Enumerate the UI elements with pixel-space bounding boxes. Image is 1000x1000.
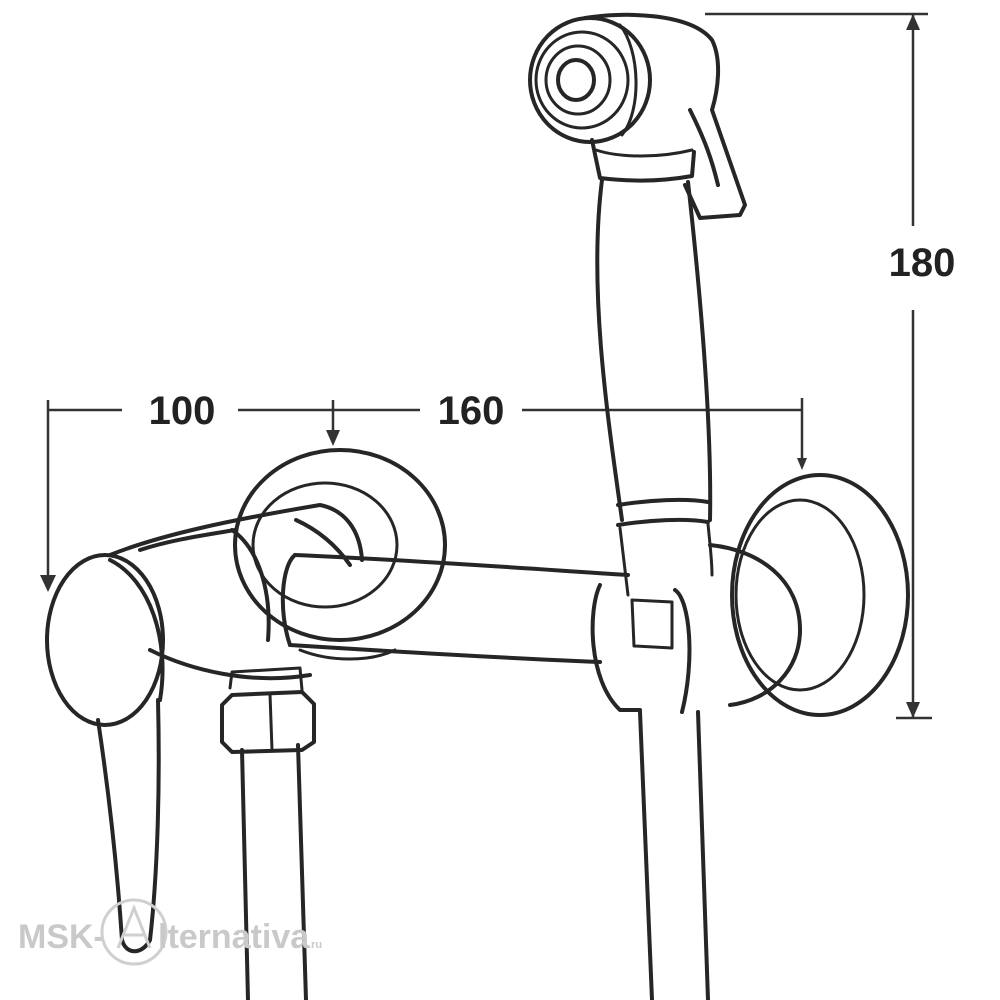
shower-head bbox=[528, 12, 747, 220]
hex-nut bbox=[220, 666, 316, 754]
right-wall-flange bbox=[730, 473, 910, 717]
hose bbox=[240, 743, 308, 1000]
dimension-label-160: 160 bbox=[438, 389, 505, 433]
dimension-label-100: 100 bbox=[149, 389, 216, 433]
mixer-handle bbox=[45, 553, 165, 954]
dimension-lines bbox=[40, 12, 932, 720]
left-wall-flange bbox=[233, 448, 447, 642]
spout-bar bbox=[280, 553, 630, 664]
watermark-right-text: lternativa bbox=[158, 918, 310, 956]
shower-holder-clamp bbox=[590, 543, 802, 714]
dimension-label-180: 180 bbox=[889, 241, 956, 285]
mixer-body bbox=[108, 503, 397, 681]
watermark-logo-ring bbox=[100, 898, 168, 966]
lower-hose bbox=[638, 710, 710, 1000]
watermark-left-text: MSK- bbox=[18, 918, 105, 956]
watermark: MSK- lternativa .ru bbox=[18, 898, 322, 966]
watermark-suffix-text: .ru bbox=[308, 939, 322, 951]
shower-grip bbox=[595, 178, 714, 597]
